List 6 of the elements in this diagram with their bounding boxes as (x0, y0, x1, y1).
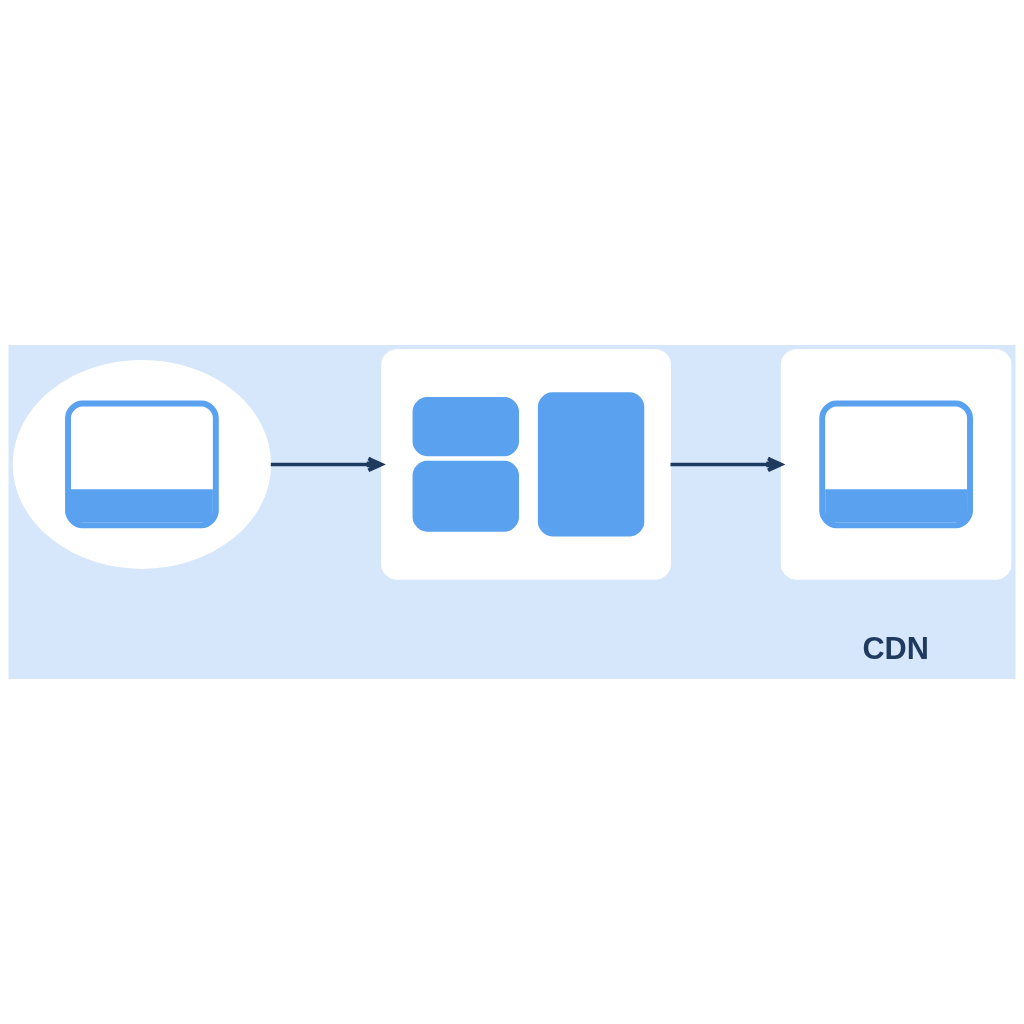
node-cloud (12, 359, 272, 569)
arrow (270, 456, 384, 473)
node-label: CDN (862, 630, 929, 666)
arrow (670, 456, 783, 473)
node-box (381, 349, 671, 580)
node-box (780, 349, 1012, 580)
